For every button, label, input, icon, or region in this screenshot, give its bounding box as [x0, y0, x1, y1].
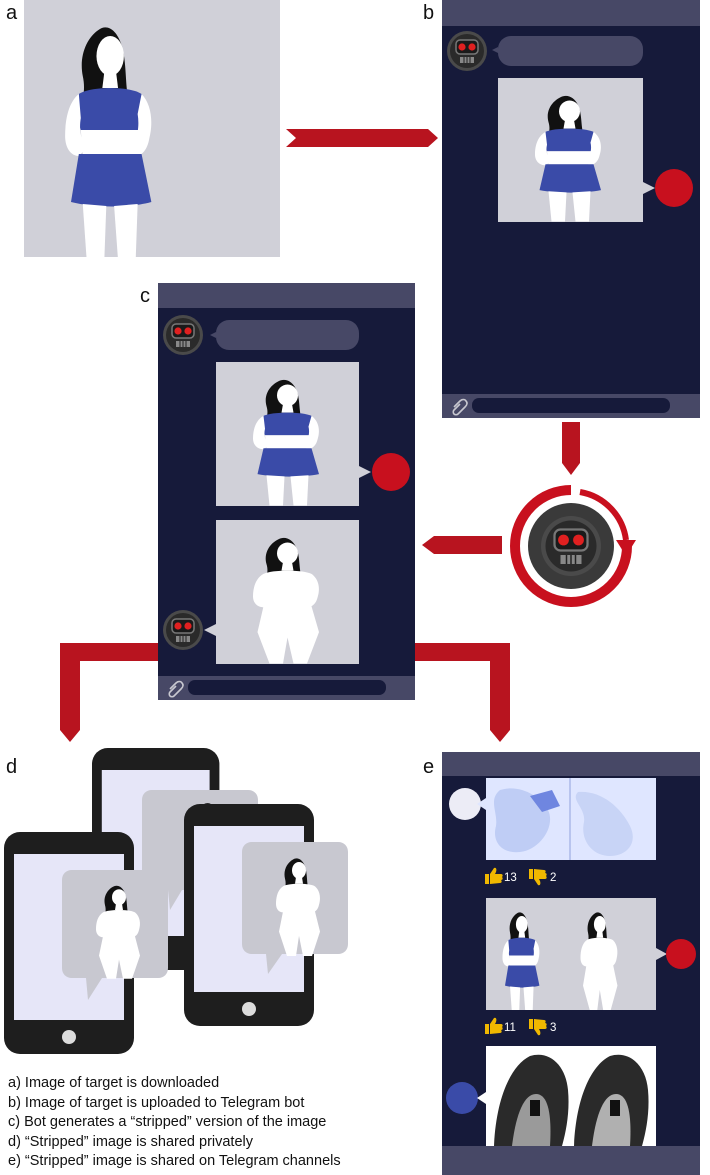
legend-item-d: d) “Stripped” image is shared privately [8, 1133, 253, 1150]
robot-bot-icon [446, 30, 488, 72]
robot-bot-icon [162, 314, 204, 356]
arrow-b-to-bot [562, 422, 580, 475]
panel-d-phones [4, 748, 348, 1054]
arrow-a-to-b [286, 129, 438, 147]
legend-item-b: b) Image of target is uploaded to Telegr… [8, 1094, 305, 1111]
white-user-avatar-icon [449, 788, 481, 820]
panel-label-b: b [423, 2, 435, 24]
legend-item-c: c) Bot generates a “stripped” version of… [8, 1114, 327, 1131]
likes-count: 13 [504, 872, 517, 884]
panel-label-e: e [423, 756, 435, 778]
refresh-cycle-icon [616, 540, 636, 556]
red-user-avatar-icon [372, 453, 410, 491]
red-user-avatar-icon [666, 939, 696, 969]
arrow-c-to-e [415, 643, 510, 742]
panel-a-photo [24, 0, 280, 260]
legend: a) Image of target is downloaded b) Imag… [8, 1074, 428, 1172]
panel-c-chat-window [158, 283, 415, 700]
panel-label-c: c [140, 285, 150, 307]
red-user-avatar-icon [655, 169, 693, 207]
legend-item-a: a) Image of target is downloaded [8, 1075, 220, 1091]
robot-bot-icon [539, 514, 603, 578]
arrow-c-to-d [60, 643, 158, 742]
dislikes-count: 3 [550, 1022, 556, 1034]
robot-bot-icon [162, 609, 204, 651]
blue-user-avatar-icon [446, 1082, 478, 1114]
dislikes-count: 2 [550, 872, 556, 884]
panel-label-a: a [6, 2, 18, 24]
panel-b-chat-window [442, 0, 700, 418]
legend-item-e: e) “Stripped” image is shared on Telegra… [8, 1153, 341, 1170]
likes-count: 11 [504, 1022, 516, 1034]
bot-processing-cycle [510, 485, 636, 607]
panel-label-d: d [6, 756, 18, 778]
arrow-bot-to-c [422, 536, 502, 554]
panel-e-channel-window: 13 2 11 3 [442, 752, 700, 1175]
